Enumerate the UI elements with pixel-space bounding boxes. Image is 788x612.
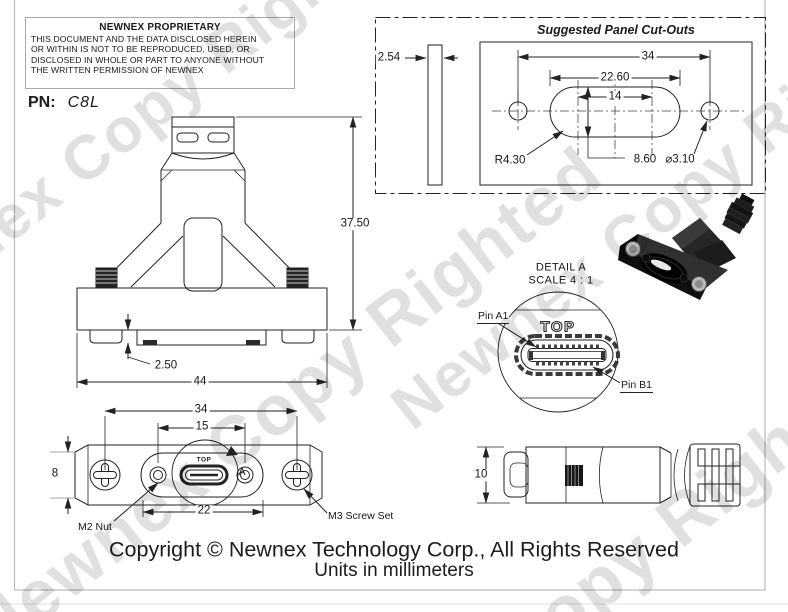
part-number-row: PN: C8L	[28, 94, 100, 112]
dim-hole-spacing: 34	[639, 50, 657, 63]
usb-c-port-face	[179, 464, 229, 486]
dim-slot-height: 8.60	[631, 153, 659, 166]
panel-cutouts-title: Suggested Panel Cut-Outs	[534, 23, 698, 37]
proprietary-line-4: THE WRITTEN PERMISSION OF NEWNEX	[31, 65, 204, 76]
flange	[76, 287, 328, 331]
threaded-tail	[722, 193, 755, 235]
panel-front-view	[479, 41, 753, 186]
dim-height-10: 10	[472, 468, 490, 481]
cutout-slot	[549, 86, 681, 138]
m2-nut-right	[236, 466, 254, 484]
units-line: Units in millimeters	[314, 560, 474, 581]
dim-width-44: 44	[191, 375, 209, 388]
detail-top-label: TOP	[540, 318, 576, 336]
coupling-nut	[171, 116, 235, 154]
proprietary-line-1: THIS DOCUMENT AND THE DATA DISCLOSED HER…	[31, 34, 257, 44]
pin-a1-label: Pin A1	[477, 310, 510, 324]
detail-a-scale: SCALE 4 : 1	[528, 274, 594, 287]
dim-panel-thickness: 2.54	[375, 51, 403, 64]
body-window	[183, 217, 223, 292]
pin-b1-label: Pin B1	[620, 379, 653, 393]
face-top-label: TOP	[196, 456, 212, 464]
dim-slot-length: 22.60	[598, 71, 632, 84]
panel-side-view	[427, 44, 443, 186]
proprietary-line-2: OR WITHIN IS NOT TO BE REPRODUCED, USED,…	[31, 44, 250, 55]
m2-nut-label: M2 Nut	[78, 521, 112, 533]
usb-c-receptacle-detail	[514, 334, 620, 376]
dim-slot-radius: R4.30	[492, 154, 528, 167]
proprietary-title: NEWNEX PROPRIETARY	[99, 22, 221, 33]
thread-patch	[565, 465, 583, 486]
screw-3d-left	[625, 241, 641, 257]
dim-boss-length-22: 22	[195, 504, 213, 517]
detail-a-view	[495, 291, 623, 413]
pn-value: C8L	[67, 94, 100, 111]
dim-hole-diameter: ⌀3.10	[663, 153, 697, 166]
detail-a-title: DETAIL A	[535, 261, 587, 274]
m2-nut-left	[149, 466, 167, 484]
knurled-cap	[689, 443, 741, 507]
dim-center-width: 14	[606, 90, 624, 103]
usb-c-plug-side	[503, 451, 529, 498]
dim-screw-spacing-34: 34	[192, 403, 210, 416]
usb-c-slot-3d	[650, 259, 672, 271]
proprietary-line-3: DISCLOSED IN WHOLE OR PART TO ANYONE WIT…	[31, 54, 265, 65]
copyright-line: Copyright © Newnex Technology Corp., All…	[109, 537, 679, 562]
proprietary-notice: NEWNEX PROPRIETARY THIS DOCUMENT AND THE…	[25, 17, 295, 89]
screw-3d-right	[691, 276, 707, 292]
detail-arrow	[226, 446, 238, 456]
dim-nut-spacing-15: 15	[193, 420, 211, 433]
render-3d	[618, 193, 755, 300]
face-view	[50, 407, 328, 522]
center-boss	[140, 452, 264, 498]
panhead-screw-left	[89, 459, 121, 491]
front-view	[76, 116, 362, 388]
detail-marker-a: A	[238, 465, 246, 478]
threaded-stud-right	[286, 267, 309, 289]
panhead-screw-right	[281, 459, 313, 491]
side-view	[477, 443, 741, 507]
pn-label: PN:	[28, 94, 56, 111]
threaded-stud-left	[95, 267, 118, 289]
panel-cutouts-view	[375, 17, 766, 194]
dim-height-8: 8	[51, 467, 59, 480]
dim-lug-thickness-2-50: 2.50	[152, 359, 180, 372]
dim-height-37-50: 37.50	[338, 217, 372, 230]
m3-screw-set-label: M3 Screw Set	[328, 510, 394, 522]
